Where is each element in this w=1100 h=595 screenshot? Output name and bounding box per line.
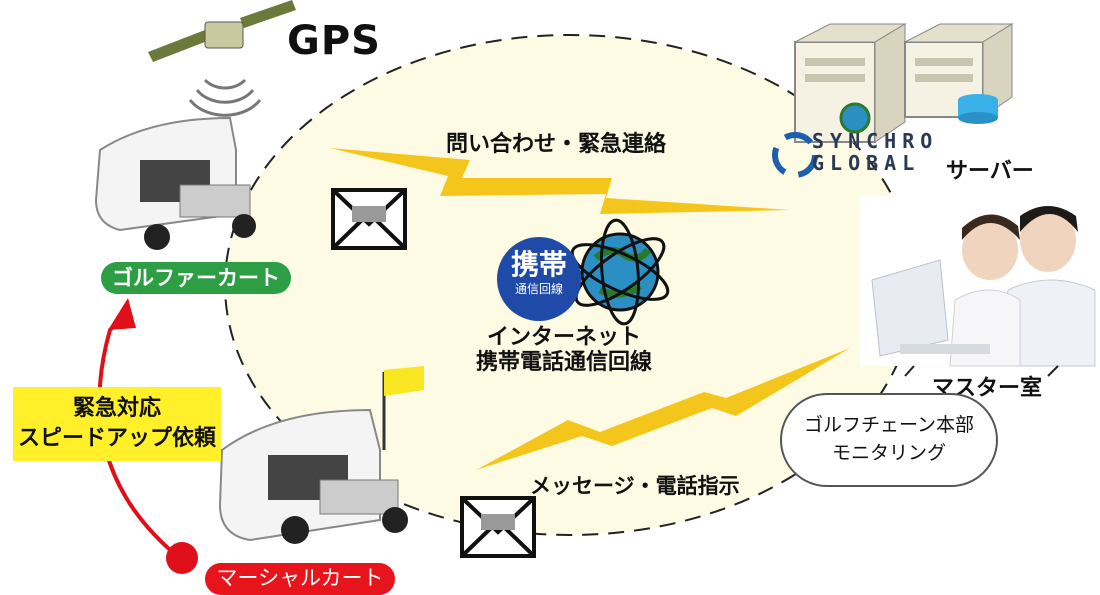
connector-line (904, 365, 915, 377)
envelope-icon (331, 188, 407, 250)
synchro-logo-icon (772, 132, 818, 178)
golf-cart-icon (94, 116, 256, 250)
marshal-origin-dot (166, 542, 198, 574)
satellite-icon (148, 0, 296, 117)
inquiry-label: 問い合わせ・緊急連絡 (446, 132, 667, 157)
network-label-line1: インターネット (486, 325, 641, 350)
marshal-cart-label: マーシャルカート (205, 563, 395, 595)
mobile-network-badge: 携帯 通信回線 (497, 237, 581, 321)
inquiry-lightning-bolt (330, 148, 790, 214)
synchro-logo-line1: SYNCHRO (812, 129, 939, 153)
network-label: インターネット 携帯電話通信回線 (464, 325, 664, 375)
instruction-label: メッセージ・電話指示 (530, 474, 740, 498)
emergency-line2: スピードアップ依頼 (17, 426, 216, 451)
emergency-line1: 緊急対応 (72, 396, 161, 421)
envelope-icon (460, 496, 536, 558)
server-label: サーバー (946, 159, 1034, 184)
synchro-logo: SYNCHRO GLOBAL (812, 130, 938, 174)
headquarters-line2: モニタリング (831, 442, 946, 464)
arrow-head-icon (108, 298, 136, 330)
globe-icon (570, 218, 670, 326)
server-icon (794, 23, 907, 143)
headquarters-bubble: ゴルフチェーン本部 モニタリング (780, 393, 998, 487)
gps-label: GPS (287, 18, 381, 64)
instruction-lightning-bolt (476, 348, 850, 470)
database-server-icon (904, 23, 1014, 124)
network-label-line2: 携帯電話通信回線 (475, 350, 652, 375)
connector-line (1047, 365, 1059, 377)
operator-photo (860, 196, 1100, 367)
golf-cart-label: ゴルファーカート (101, 262, 291, 294)
mobile-badge-main: 携帯 (510, 248, 567, 281)
synchro-logo-line2: GLOBAL (812, 151, 921, 175)
mobile-badge-sub: 通信回線 (514, 282, 563, 296)
emergency-request-box: 緊急対応 スピードアップ依頼 (13, 387, 221, 461)
headquarters-line1: ゴルフチェーン本部 (803, 414, 975, 436)
marshal-cart-icon (218, 366, 424, 544)
